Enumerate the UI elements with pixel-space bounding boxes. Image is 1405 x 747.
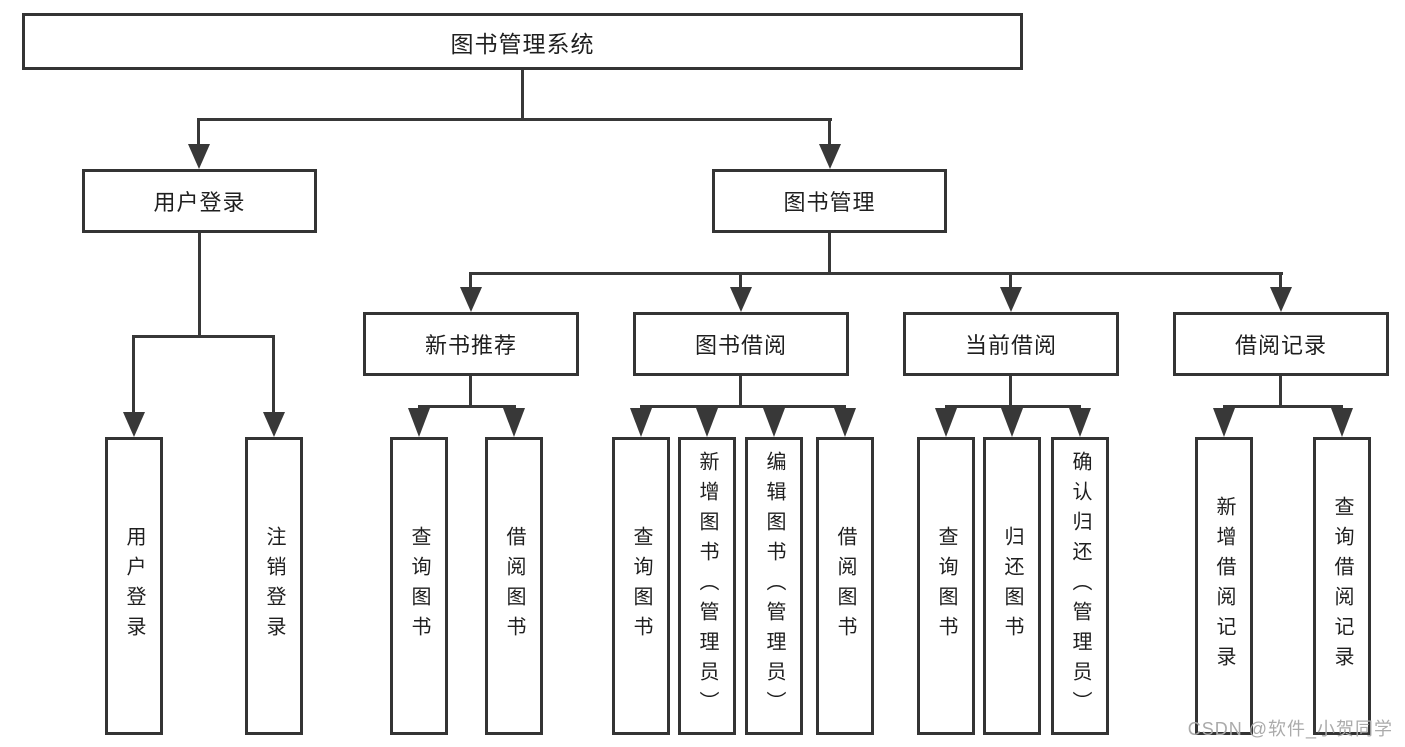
node-book-management: 图书管理 [712,169,947,233]
arrowhead-down-icon [1331,408,1353,437]
connector-line [945,405,1081,408]
arrowhead-down-icon [1001,408,1023,437]
connector-line [640,405,846,408]
arrowhead-down-icon [630,408,652,437]
leaf-logout: 注销登录 [245,437,303,735]
connector-line [828,233,831,275]
leaf-current-query-books: 查询图书 [917,437,975,735]
arrowhead-down-icon [460,287,482,312]
watermark-text: CSDN @软件_小贺同学 [1187,719,1393,739]
leaf-borrow-query-books: 查询图书 [612,437,670,735]
connector-line [197,118,832,121]
arrowhead-down-icon [263,412,285,437]
node-current-borrow: 当前借阅 [903,312,1119,376]
arrowhead-down-icon [188,144,210,169]
arrowhead-down-icon [730,287,752,312]
arrowhead-down-icon [696,408,718,437]
connector-line [418,405,516,408]
connector-line [1223,405,1343,408]
leaf-borrow-borrow-books: 借阅图书 [816,437,874,735]
arrowhead-down-icon [819,144,841,169]
arrowhead-down-icon [123,412,145,437]
leaf-records-add-record: 新增借阅记录 [1195,437,1253,735]
node-root: 图书管理系统 [22,13,1023,70]
connector-line [469,272,472,290]
arrowhead-down-icon [408,408,430,437]
leaf-borrow-add-books-admin: 新增图书（管理员） [678,437,736,735]
node-borrow-records: 借阅记录 [1173,312,1389,376]
connector-line [739,376,742,408]
arrowhead-down-icon [1069,408,1091,437]
leaf-current-confirm-return-admin: 确认归还（管理员） [1051,437,1109,735]
connector-line [132,335,135,415]
node-new-book-recommend: 新书推荐 [363,312,579,376]
connector-line [1009,272,1012,290]
arrowhead-down-icon [935,408,957,437]
arrowhead-down-icon [763,408,785,437]
leaf-borrow-edit-books-admin: 编辑图书（管理员） [745,437,803,735]
arrowhead-down-icon [503,408,525,437]
connector-line [521,69,524,119]
leaf-rec-borrow-books: 借阅图书 [485,437,543,735]
connector-line [133,335,275,338]
node-book-borrow: 图书借阅 [633,312,849,376]
arrowhead-down-icon [1000,287,1022,312]
connector-line [1279,272,1282,290]
leaf-rec-query-books: 查询图书 [390,437,448,735]
leaf-records-query-record: 查询借阅记录 [1313,437,1371,735]
connector-line [469,376,472,408]
connector-line [197,118,200,146]
arrowhead-down-icon [1213,408,1235,437]
arrowhead-down-icon [834,408,856,437]
connector-line [470,272,1283,275]
connector-line [739,272,742,290]
connector-line [1009,376,1012,408]
node-user-login: 用户登录 [82,169,317,233]
connector-line [198,233,201,337]
leaf-user-login: 用户登录 [105,437,163,735]
connector-line [828,118,831,146]
arrowhead-down-icon [1270,287,1292,312]
connector-line [272,335,275,415]
connector-line [1279,376,1282,408]
leaf-current-return-books: 归还图书 [983,437,1041,735]
